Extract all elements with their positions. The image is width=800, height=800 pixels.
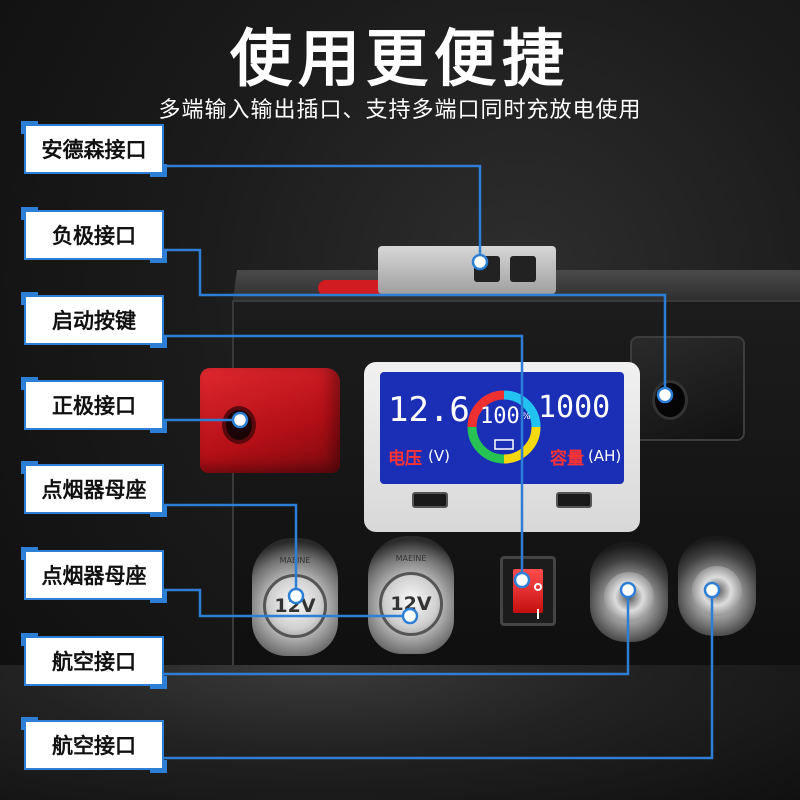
anderson-slot (510, 256, 536, 282)
label-aviation2: 航空接口 (21, 717, 167, 773)
display-panel: 12.6 电压 (V) 100 % 1000 容量 (AH) (364, 362, 640, 532)
positive-terminal-hole (222, 406, 256, 444)
socket-face: 12V (379, 572, 443, 636)
capacity-label: 容量 (550, 449, 584, 469)
voltage-unit: (V) (428, 447, 450, 465)
aviation-ring (692, 566, 742, 616)
socket-brand: MAEINE (395, 554, 427, 563)
voltage-label: 电压 (388, 449, 422, 469)
cigarette-lighter-socket[interactable]: MAEINE 12V (252, 538, 338, 656)
aviation-socket[interactable] (678, 536, 756, 636)
anderson-slot (474, 256, 500, 282)
start-switch[interactable] (500, 556, 556, 626)
negative-terminal-cap (630, 336, 745, 441)
label-cig1: 点烟器母座 (21, 461, 167, 517)
switch-rocker[interactable] (513, 569, 543, 619)
usb-port[interactable] (412, 492, 448, 508)
label-start: 启动按键 (21, 292, 167, 348)
aviation-socket[interactable] (590, 542, 668, 642)
usb-port[interactable] (556, 492, 592, 508)
aviation-ring (604, 572, 654, 622)
switch-on-mark (537, 609, 539, 619)
switch-off-mark (534, 583, 542, 591)
percent-value: 100 (480, 404, 520, 429)
capacity-value: 1000 (538, 390, 611, 425)
page-title: 使用更便捷 (229, 22, 570, 95)
label-cig2: 点烟器母座 (21, 547, 167, 603)
socket-voltage: 12V (390, 593, 432, 615)
cigarette-lighter-socket[interactable]: MAEINE 12V (368, 536, 454, 654)
socket-voltage: 12V (274, 595, 316, 617)
capacity-unit: (AH) (588, 447, 622, 465)
anderson-connector (378, 246, 556, 294)
socket-face: 12V (263, 574, 327, 638)
lcd-screen: 12.6 电压 (V) 100 % 1000 容量 (AH) (380, 372, 624, 484)
label-anderson: 安德森接口 (21, 121, 167, 177)
negative-terminal-hole (652, 380, 688, 420)
label-positive: 正极接口 (21, 377, 167, 433)
voltage-value: 12.6 (388, 390, 470, 430)
label-aviation1: 航空接口 (21, 633, 167, 689)
page-subtitle: 多端输入输出插口、支持多端口同时充放电使用 (158, 98, 642, 123)
percent-unit: % (522, 412, 531, 422)
positive-terminal-cap (200, 368, 340, 473)
label-negative: 负极接口 (21, 207, 167, 263)
socket-brand: MAEINE (279, 556, 311, 565)
